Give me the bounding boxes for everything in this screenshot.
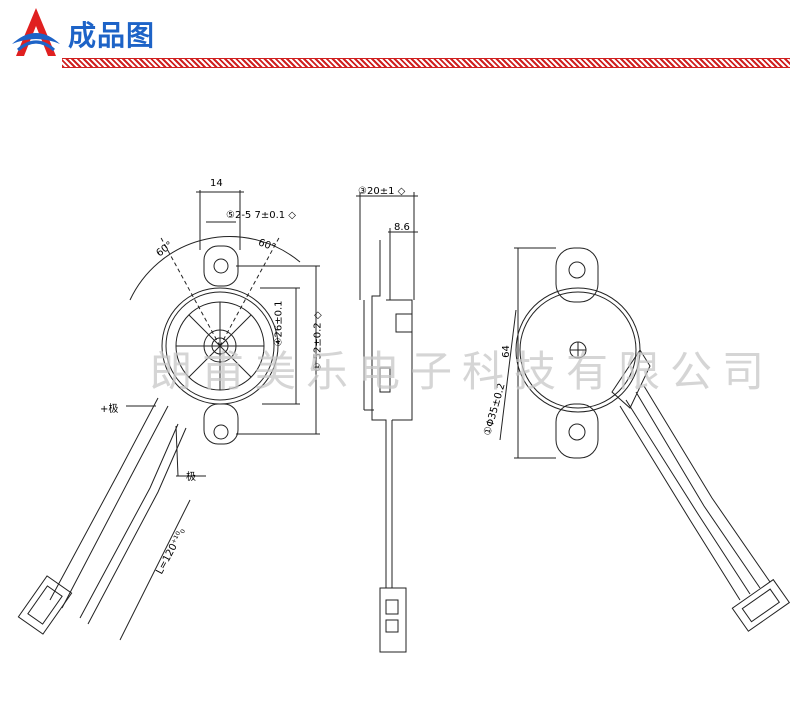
- left-view-drawing: [17, 190, 320, 641]
- drawing-canvas: [17, 190, 790, 653]
- header-bar: 成品图: [0, 0, 790, 68]
- side-dim-inner: 8.6: [394, 222, 410, 233]
- side-view-drawing: [356, 192, 418, 653]
- page-title: 成品图: [68, 19, 156, 52]
- right-view-drawing: [499, 247, 790, 632]
- side-dim-height: ③20±1 ◇: [358, 186, 406, 197]
- plus-pole-label: +极: [100, 404, 119, 415]
- left-dim-hole: ⑤2-5 7±0.1 ◇: [226, 210, 296, 221]
- minus-pole-label: 极: [186, 472, 196, 483]
- technical-drawing: 14 ⑤2-5 7±0.1 ◇ 60° 60° ④26±0.1 ① 52±0.2…: [0, 68, 790, 700]
- header-divider: [62, 58, 790, 68]
- left-dim-width: 14: [210, 178, 223, 189]
- company-watermark: 朗甫美乐电子科技有限公司: [150, 347, 775, 396]
- company-logo-icon: [12, 8, 60, 56]
